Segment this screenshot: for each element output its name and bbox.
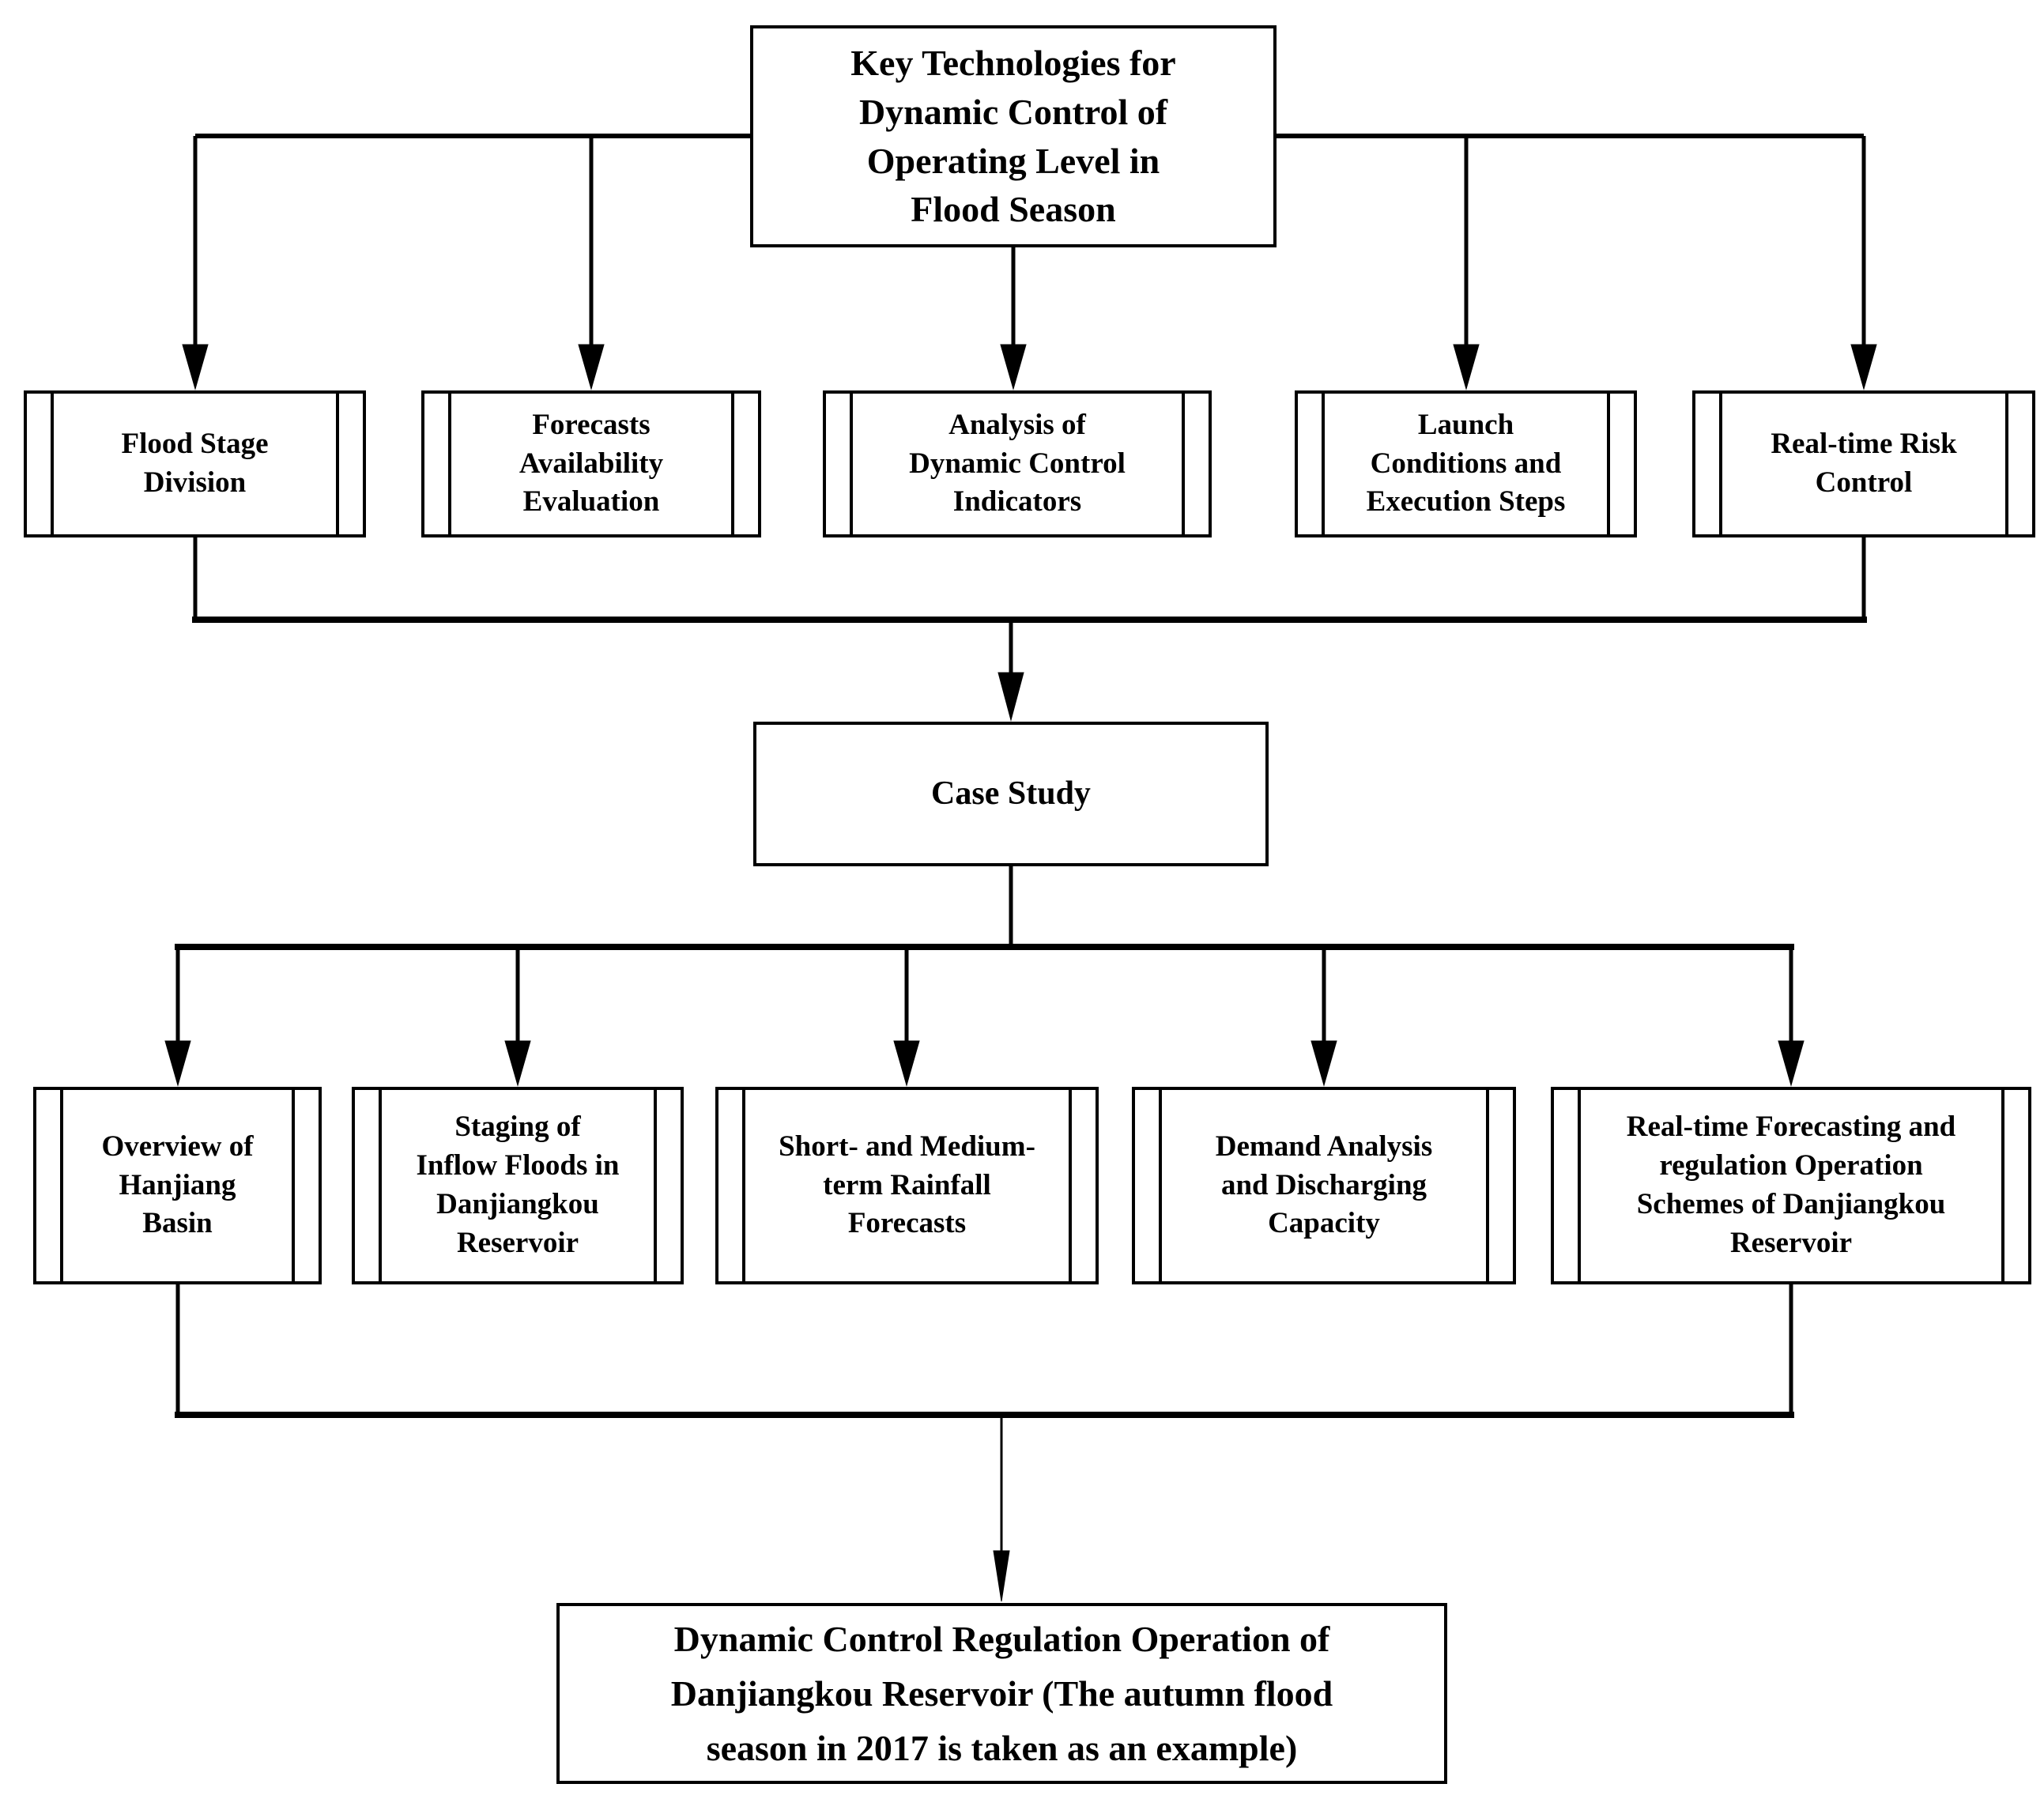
arrowhead bbox=[164, 1040, 191, 1087]
node-rainfall-forecasts: Short- and Medium-term Rainfall Forecast… bbox=[715, 1087, 1099, 1284]
node-label: Real-time Risk Control bbox=[1771, 428, 1957, 499]
node-demand-analysis-discharging-capacity: Demand Analysis and Discharging Capacity bbox=[1132, 1087, 1516, 1284]
node-forecasts-availability-evaluation: Forecasts Availability Evaluation bbox=[421, 390, 761, 537]
level2-connectors bbox=[192, 537, 1867, 722]
node-label: Key Technologies for Dynamic Control of … bbox=[850, 43, 1176, 230]
node-real-time-forecasting-regulation: Real-time Forecasting and regulation Ope… bbox=[1551, 1087, 2031, 1284]
node-label: Dynamic Control Regulation Operation of … bbox=[670, 1619, 1333, 1768]
node-launch-conditions-execution-steps: Launch Conditions and Execution Steps bbox=[1295, 390, 1637, 537]
level4-connectors bbox=[175, 1284, 1794, 1602]
node-label: Demand Analysis and Discharging Capacity bbox=[1215, 1130, 1433, 1240]
arrowhead bbox=[893, 1040, 920, 1087]
arrowhead bbox=[1850, 344, 1877, 390]
node-label: Forecasts Availability Evaluation bbox=[519, 408, 664, 519]
node-flood-stage-division: Flood Stage Division bbox=[24, 390, 366, 537]
level1-connectors bbox=[182, 134, 1877, 390]
arrowhead bbox=[1000, 344, 1027, 390]
node-label: Analysis of Dynamic Control Indicators bbox=[909, 408, 1126, 519]
node-label: Short- and Medium-term Rainfall Forecast… bbox=[779, 1130, 1035, 1240]
level3-connectors bbox=[164, 866, 1805, 1087]
node-label: Staging of Inflow Floods in Danjiangkou … bbox=[416, 1111, 620, 1259]
node-dynamic-control-regulation-result: Dynamic Control Regulation Operation of … bbox=[556, 1603, 1447, 1784]
node-real-time-risk-control: Real-time Risk Control bbox=[1692, 390, 2035, 537]
node-overview-hanjiang-basin: Overview of Hanjiang Basin bbox=[33, 1087, 322, 1284]
arrowhead bbox=[1778, 1040, 1805, 1087]
node-label: Launch Conditions and Execution Steps bbox=[1366, 408, 1566, 519]
arrowhead bbox=[1310, 1040, 1337, 1087]
node-analysis-dynamic-control-indicators: Analysis of Dynamic Control Indicators bbox=[823, 390, 1212, 537]
node-staging-inflow-floods: Staging of Inflow Floods in Danjiangkou … bbox=[352, 1087, 684, 1284]
node-case-study: Case Study bbox=[753, 722, 1269, 866]
node-label: Case Study bbox=[931, 775, 1091, 812]
node-key-technologies: Key Technologies for Dynamic Control of … bbox=[750, 25, 1277, 247]
arrowhead bbox=[997, 672, 1024, 722]
arrowhead bbox=[504, 1040, 531, 1087]
arrowhead bbox=[182, 344, 209, 390]
node-label: Flood Stage Division bbox=[121, 428, 269, 499]
node-label: Overview of Hanjiang Basin bbox=[101, 1130, 254, 1240]
node-label: Real-time Forecasting and regulation Ope… bbox=[1626, 1111, 1956, 1259]
arrowhead bbox=[993, 1550, 1010, 1602]
arrowhead bbox=[1453, 344, 1480, 390]
arrowhead bbox=[578, 344, 605, 390]
